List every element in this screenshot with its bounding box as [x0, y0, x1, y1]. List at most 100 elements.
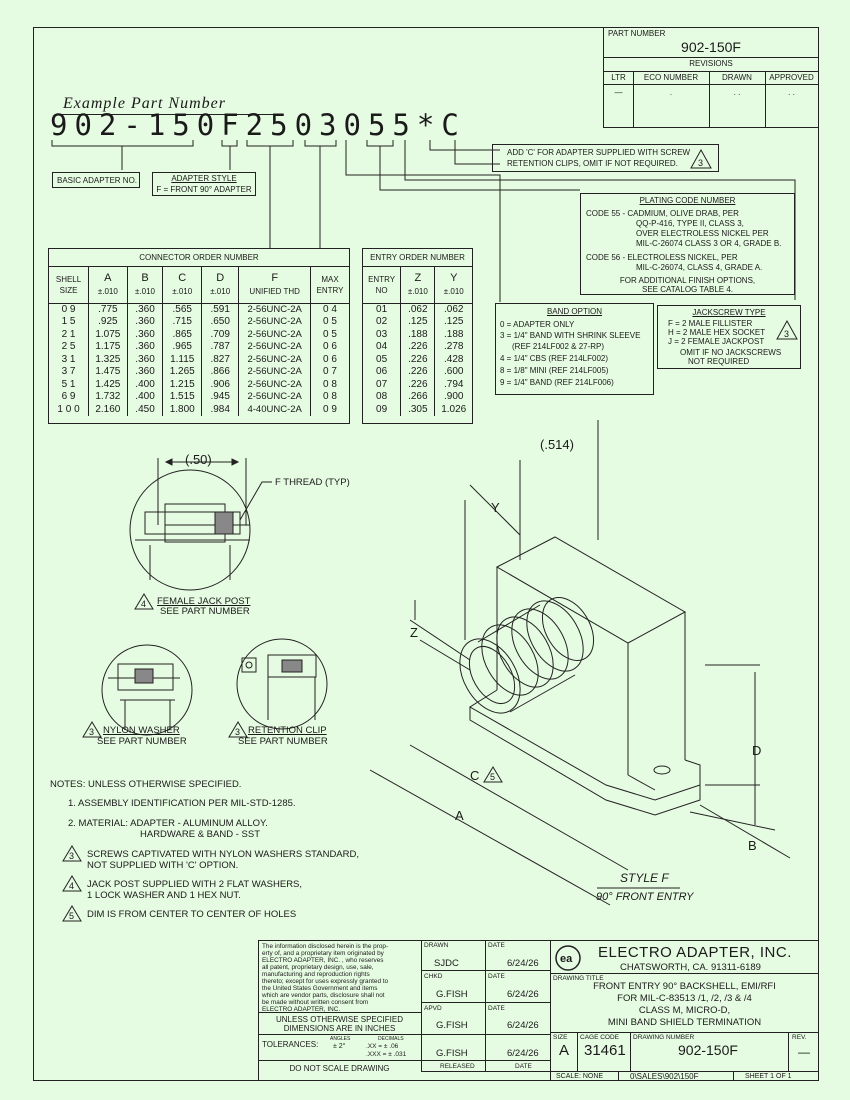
jackscrew-line-2: H = 2 MALE HEX SOCKET: [668, 328, 766, 337]
title-block: [258, 940, 819, 1081]
clip-flag-icon: 3: [228, 721, 248, 738]
table-cell: .827: [200, 353, 239, 366]
dim-y: Y: [491, 500, 500, 515]
nylon-washer-label: NYLON WASHER: [103, 725, 180, 736]
drawing-title-label: DRAWING TITLE: [553, 975, 604, 982]
table-cell: 2-56UNC-2A: [238, 366, 311, 379]
table-cell: 07: [376, 378, 388, 390]
table-cell: 1.475: [88, 366, 128, 379]
table-cell: 04: [376, 341, 388, 352]
table-cell: 1.175: [88, 341, 128, 354]
adapter-style-box: ADAPTER STYLE F = FRONT 90° ADAPTER: [152, 172, 256, 196]
dim-a: A: [455, 808, 464, 823]
nylon-flag-icon: 3: [82, 721, 102, 738]
table-cell: 1.800: [162, 403, 202, 416]
table-row: 03.188.188: [363, 328, 472, 341]
drawn-date-label: DATE: [488, 942, 505, 949]
table-cell: .062: [400, 303, 435, 316]
retention-clip-detail-circle: [236, 638, 328, 730]
note-5: DIM IS FROM CENTER TO CENTER OF HOLES: [87, 909, 297, 920]
angles-label: ANGLES: [330, 1036, 351, 1042]
table-cell: .360: [126, 316, 163, 329]
proprietary-line: manufacturing and reproduction rights: [262, 971, 370, 978]
company-logo-icon: ea: [555, 945, 581, 971]
plating-line-7: FOR ADDITIONAL FINISH OPTIONS,: [619, 276, 756, 285]
band-line-2: 3 = 1/4" BAND WITH SHRINK SLEEVE: [500, 331, 641, 340]
c-note-line2: RETENTION CLIPS, OMIT IF NOT REQUIRED.: [507, 159, 678, 168]
table-cell: 3 1: [61, 353, 76, 365]
table-cell: .360: [126, 366, 163, 379]
part-number-label: PART NUMBER: [608, 29, 666, 38]
table-cell: .600: [434, 366, 472, 379]
notes-header: NOTES: UNLESS OTHERWISE SPECIFIED.: [50, 779, 242, 790]
drawing-number-label: DRAWING NUMBER: [633, 1034, 695, 1041]
table-cell: .945: [200, 391, 239, 404]
band-line-1: 0 = ADAPTER ONLY: [500, 320, 575, 329]
plating-line-5: CODE 56 - ELECTROLESS NICKEL, PER: [586, 253, 738, 262]
drawing-title-1: FRONT ENTRY 90° BACKSHELL, EMI/RFI: [593, 981, 776, 992]
table-cell: .715: [162, 316, 202, 329]
table-cell: 1.515: [162, 391, 202, 404]
table-cell: 1.325: [88, 353, 128, 366]
adapter-style-value: F = FRONT 90° ADAPTER: [156, 185, 252, 194]
proprietary-notice: The information disclosed herein is the …: [262, 943, 420, 1013]
revision-block: PART NUMBER 902-150F REVISIONS LTR ECO N…: [603, 27, 819, 128]
approved-date: 6/24/26: [507, 1020, 539, 1031]
table-cell: 1 0 0: [57, 403, 80, 415]
note-1: 1. ASSEMBLY IDENTIFICATION PER MIL-STD-1…: [68, 798, 296, 809]
proprietary-line: ELECTRO ADAPTER, INC.: [262, 1006, 341, 1013]
released-date: 6/24/26: [507, 1048, 539, 1059]
table-cell: 5 1: [61, 378, 76, 390]
style-f-sub: 90° FRONT ENTRY: [596, 891, 694, 903]
table-cell: .360: [126, 328, 163, 341]
angles-value: ± 2°: [333, 1043, 346, 1050]
conn-header-b: B±.010: [126, 267, 163, 303]
table-cell: .266: [400, 391, 435, 404]
proprietary-line: all patent, proprietary design, use, sal…: [262, 964, 374, 971]
band-line-3: (REF 214LF002 & 27-RP): [512, 342, 605, 351]
entry-header-y: Y±.010: [434, 267, 472, 303]
table-cell: 4-40UNC-2A: [238, 403, 311, 416]
jack-post-detail-circle: [129, 469, 251, 591]
table-row: 08.266.900: [363, 391, 472, 404]
conn-header-c: C±.010: [162, 267, 202, 303]
plating-line-6: MIL-C-26074, CLASS 4, GRADE A.: [636, 263, 763, 272]
sheet-size: A: [559, 1042, 570, 1059]
proprietary-line: ELECTRO ADAPTER, INC. , who reserves: [262, 957, 384, 964]
apvd-date-label: DATE: [488, 1005, 505, 1012]
drawn-date: 6/24/26: [507, 958, 539, 969]
rev-col-ltr: LTR: [611, 73, 626, 82]
dims-in-inches: DIMENSIONS ARE IN INCHES: [283, 1024, 396, 1033]
nylon-washer-sub: SEE PART NUMBER: [97, 736, 187, 747]
table-cell: 1.732: [88, 391, 128, 404]
table-cell: .188: [434, 328, 472, 341]
conn-header-shell: SHELL SIZE: [55, 274, 82, 295]
retention-clip-sub: SEE PART NUMBER: [238, 736, 328, 747]
table-row: 04.226.278: [363, 341, 472, 354]
rev-row-approved: . .: [788, 88, 795, 97]
dim-514: (.514): [540, 437, 574, 452]
note-5-flag-icon: 5: [62, 905, 82, 922]
plating-line-4: MIL-C-26074 CLASS 3 OR 4, GRADE B.: [636, 239, 782, 248]
jackscrew-flag-icon: 3: [776, 320, 798, 340]
table-cell: 6 9: [61, 391, 76, 402]
table-cell: .360: [126, 303, 163, 316]
entry-table-title: ENTRY ORDER NUMBER: [370, 253, 465, 262]
svg-text:4: 4: [141, 599, 146, 609]
proprietary-line: which are vendor parts, disclosure shall…: [262, 992, 385, 999]
example-heading: Example Part Number: [63, 95, 226, 112]
cage-label: CAGE CODE: [580, 1034, 620, 1041]
drawing-number: 902-150F: [678, 1042, 738, 1058]
company-name: ELECTRO ADAPTER, INC.: [598, 944, 792, 961]
dim-d: D: [752, 743, 762, 758]
note-4-flag-icon: 4: [62, 875, 82, 892]
table-cell: .906: [200, 378, 239, 391]
drawing-title-2: FOR MIL-C-83513 /1, /2, /3 & /4: [617, 993, 752, 1004]
chkd-date-label: DATE: [488, 973, 505, 980]
table-cell: .650: [200, 316, 239, 329]
table-cell: 1.026: [434, 403, 472, 416]
note-4a: JACK POST SUPPLIED WITH 2 FLAT WASHERS,: [87, 879, 303, 890]
